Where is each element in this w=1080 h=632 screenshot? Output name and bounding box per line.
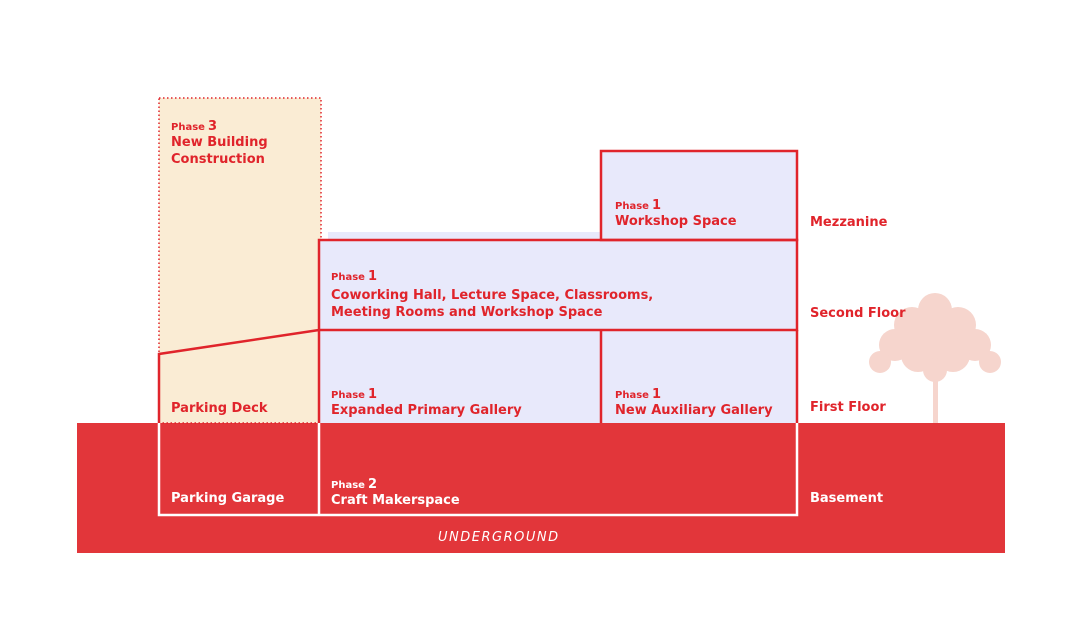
first-floor-fill [319, 330, 797, 423]
coworking-title-line2: Meeting Rooms and Workshop Space [331, 305, 603, 320]
auxiliary-gallery-title: New Auxiliary Gallery [615, 403, 773, 418]
floor-label-basement: Basement [810, 491, 884, 506]
basement-outlines [157, 423, 799, 517]
phase1-outlines [157, 149, 799, 423]
phase3-block [158, 97, 322, 424]
phase-number: 3 [207, 119, 217, 134]
coworking-fill [319, 240, 797, 330]
phase-word: Phase [331, 480, 365, 491]
phase-word: Phase [615, 201, 649, 212]
phase3-title-line2: Construction [171, 152, 265, 167]
underground-band [77, 423, 1005, 553]
parking-deck-label: Parking Deck [171, 401, 268, 416]
phase-number: 1 [367, 269, 377, 284]
phase-number: 1 [367, 387, 377, 402]
upper-strip-fill [328, 232, 601, 240]
makerspace-title: Craft Makerspace [331, 493, 460, 508]
phase-number: 1 [651, 198, 661, 213]
workshop-fill [601, 151, 797, 240]
phase-number: 1 [651, 387, 661, 402]
phase-word: Phase [331, 390, 365, 401]
phase-word: Phase [331, 272, 365, 283]
phase-word: Phase [615, 390, 649, 401]
underground-label: UNDERGROUND [438, 530, 560, 545]
coworking-title-line1: Coworking Hall, Lecture Space, Classroom… [331, 288, 654, 303]
floor-label-mezzanine: Mezzanine [810, 215, 888, 230]
primary-gallery-title: Expanded Primary Gallery [331, 403, 522, 418]
basement-outline [157, 423, 799, 517]
coworking-outline [317, 238, 799, 332]
phase-number: 2 [367, 477, 377, 492]
floor-label-first: First Floor [810, 400, 886, 415]
phase-word: Phase [171, 122, 205, 133]
parking-garage-label: Parking Garage [171, 491, 285, 506]
phase3-title-line1: New Building [171, 135, 268, 150]
tree-icon [869, 293, 1001, 423]
floor-label-second: Second Floor [810, 306, 906, 321]
parking-deck-ramp [157, 328, 320, 423]
workshop-title: Workshop Space [615, 214, 737, 229]
